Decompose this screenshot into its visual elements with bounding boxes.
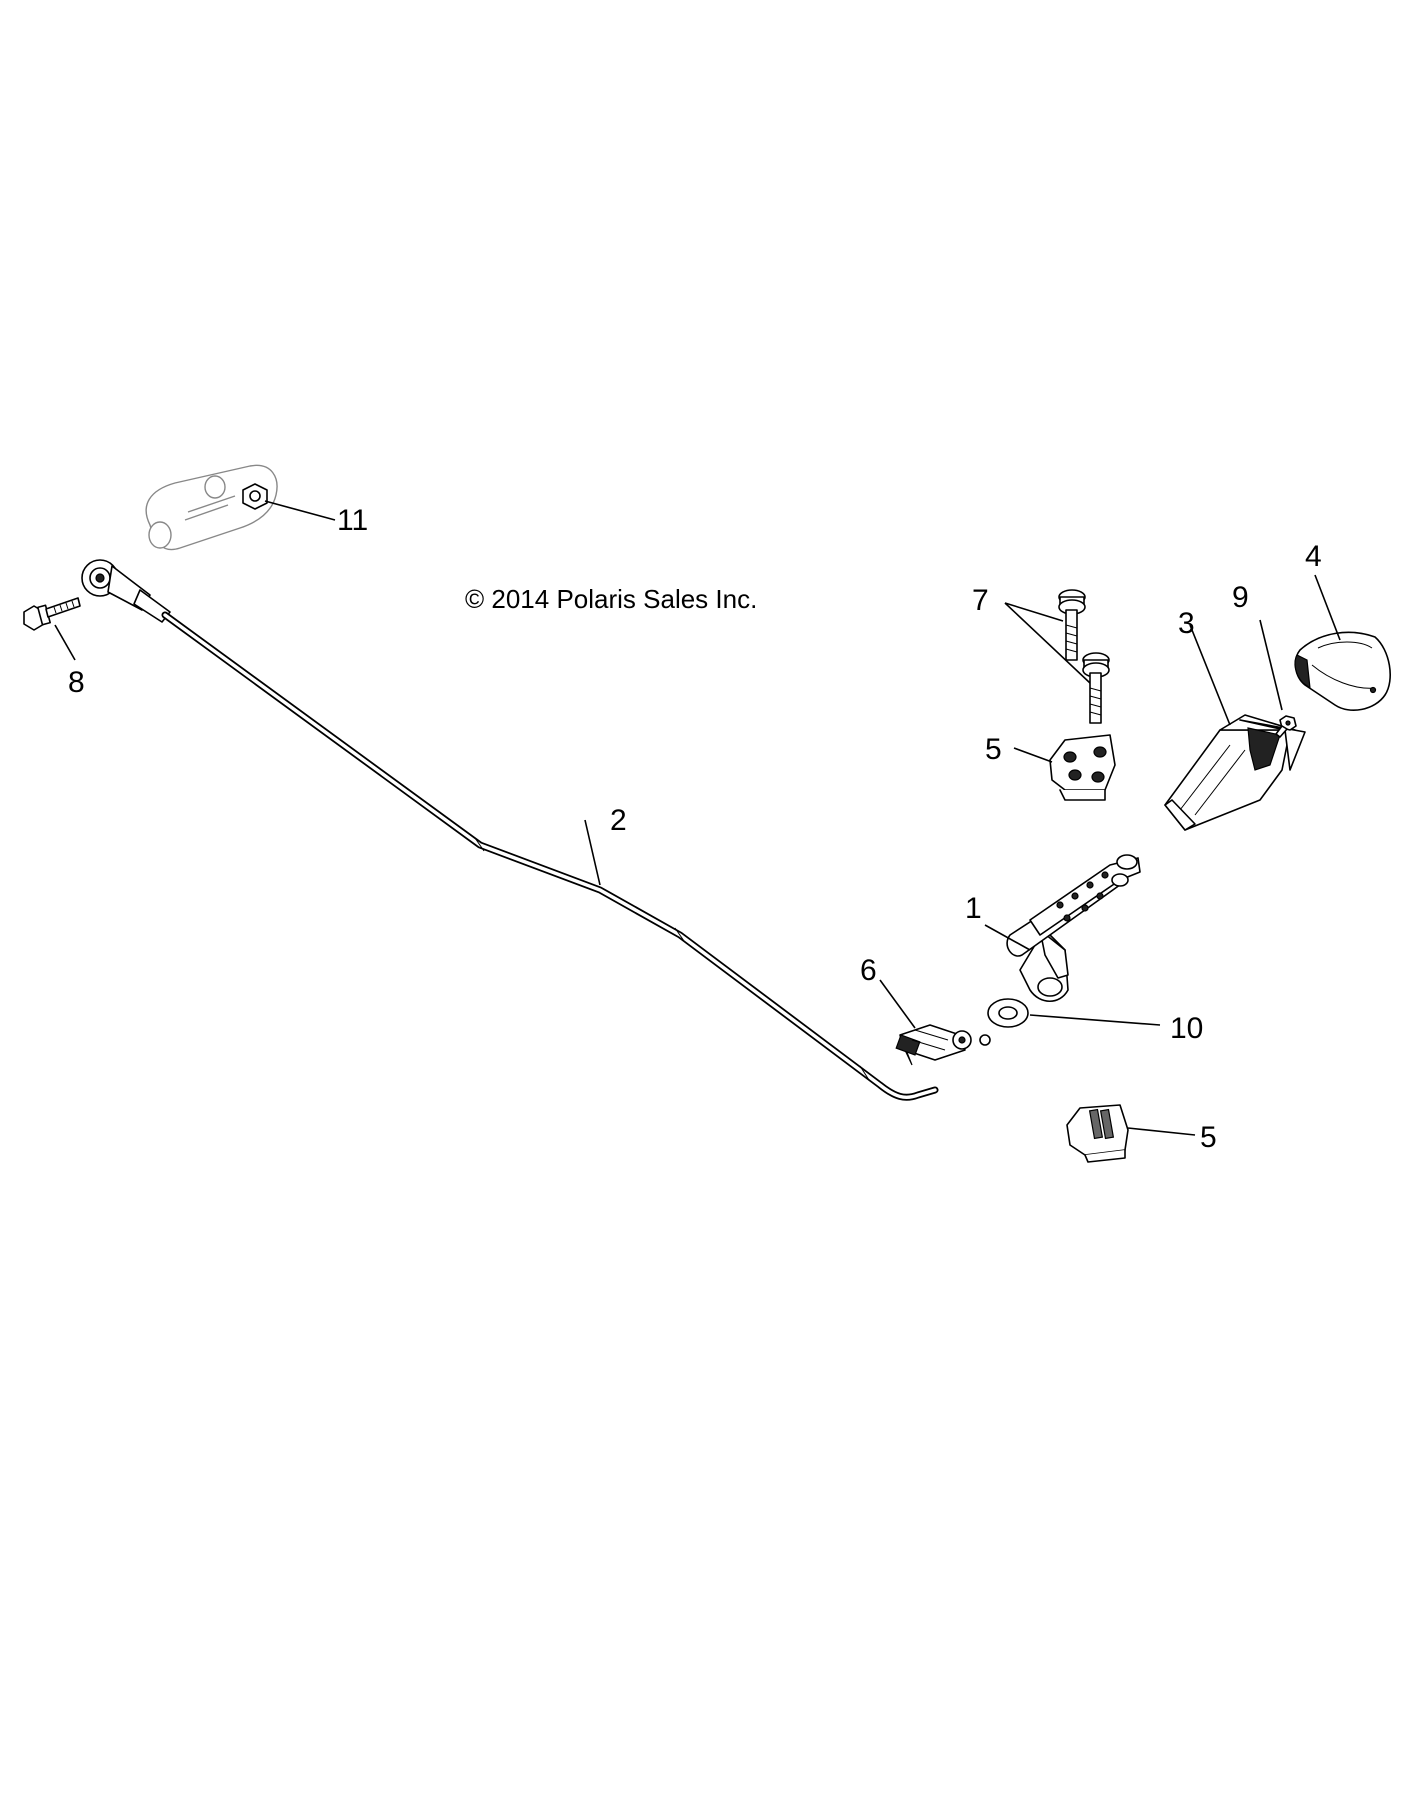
part-5-bracket-upper: [1049, 734, 1116, 801]
part-5-bracket-lower: [1066, 1104, 1129, 1163]
part-9-screw: [1275, 715, 1297, 738]
leader-9: [1259, 619, 1283, 711]
callout-5b: 5: [1200, 1121, 1217, 1154]
leader-2: [584, 819, 601, 886]
callout-5a: 5: [985, 733, 1002, 766]
callout-7: 7: [972, 584, 989, 617]
part-7-bolts: [1058, 589, 1110, 724]
leader-3: [1189, 624, 1231, 726]
part-4-knob-cap: [1294, 631, 1391, 711]
leader-7b: [1004, 602, 1091, 684]
part-1-shift-lever: [1006, 854, 1141, 1003]
leader-7a: [1004, 602, 1064, 622]
leader-5b: [1127, 1127, 1196, 1136]
callout-8: 8: [68, 666, 85, 699]
callout-10: 10: [1170, 1012, 1203, 1045]
leader-11: [264, 500, 336, 521]
leader-10: [1029, 1014, 1161, 1026]
part-3-boot-cover: [1164, 714, 1306, 831]
callout-4: 4: [1305, 540, 1322, 573]
callout-3: 3: [1178, 607, 1195, 640]
callout-9: 9: [1232, 581, 1249, 614]
callout-2: 2: [610, 804, 627, 837]
part-10-washer: [987, 998, 1029, 1028]
leader-5a: [1013, 747, 1053, 763]
part-8-bolt: [23, 597, 81, 631]
leader-6: [879, 979, 916, 1029]
part-2-shift-rod: [81, 559, 939, 1101]
leader-8: [54, 624, 76, 661]
leader-4: [1314, 574, 1341, 641]
copyright-text: © 2014 Polaris Sales Inc.: [465, 584, 757, 614]
callout-1: 1: [965, 892, 982, 925]
part-11-bushing-and-nut: [145, 464, 278, 551]
callout-11: 11: [337, 504, 368, 537]
part-6-clip: [895, 1024, 991, 1066]
callout-6: 6: [860, 954, 877, 987]
leader-1: [984, 924, 1031, 951]
